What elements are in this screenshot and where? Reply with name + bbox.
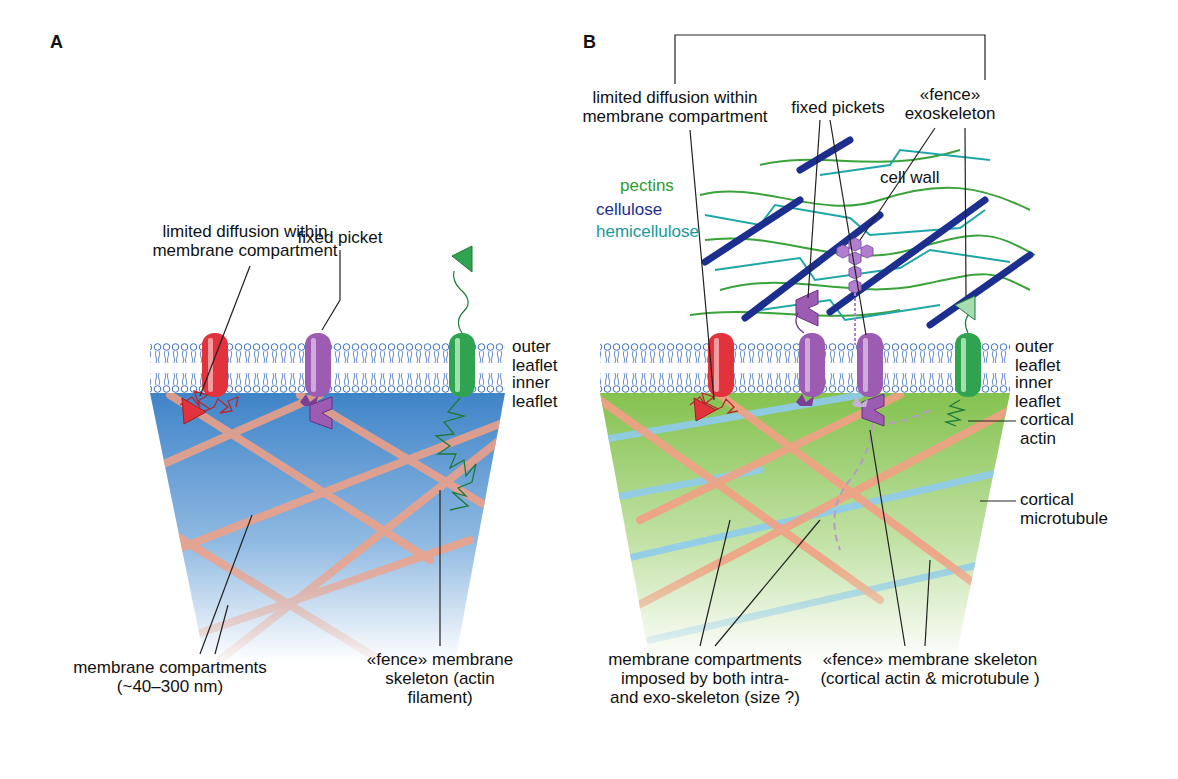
leaflet-label: outer leaflet — [1015, 337, 1077, 375]
callout-label: fixed pickets — [791, 98, 885, 117]
leaflet-label: inner leaflet — [1015, 373, 1077, 411]
callout-label: fixed picket — [297, 228, 382, 247]
callout-label: membrane compartments imposed by both in… — [605, 650, 805, 707]
leaflet-label: inner leaflet — [512, 373, 574, 411]
callout-label: «fence» membrane skeleton (cortical acti… — [805, 650, 1055, 688]
callout-label: membrane compartments (~40–300 nm) — [55, 658, 285, 696]
panel-letter: B — [583, 32, 596, 52]
leaflet-label: outer leaflet — [512, 337, 574, 375]
callout-label: cortical microtubule — [1020, 490, 1130, 528]
cell-wall-label: cell wall — [880, 168, 940, 187]
hemicellulose-label: hemicellulose — [596, 222, 699, 241]
panel-letter: A — [50, 32, 63, 52]
callout-label: limited diffusion within membrane compar… — [570, 88, 780, 126]
cellulose-label: cellulose — [596, 200, 662, 219]
callout-label: cortical actin — [1020, 410, 1100, 448]
callout-label: «fence» membrane skeleton (actin filamen… — [355, 650, 525, 707]
pectin-label: pectins — [620, 176, 674, 195]
callout-label: «fence» exoskeleton — [900, 85, 1000, 123]
